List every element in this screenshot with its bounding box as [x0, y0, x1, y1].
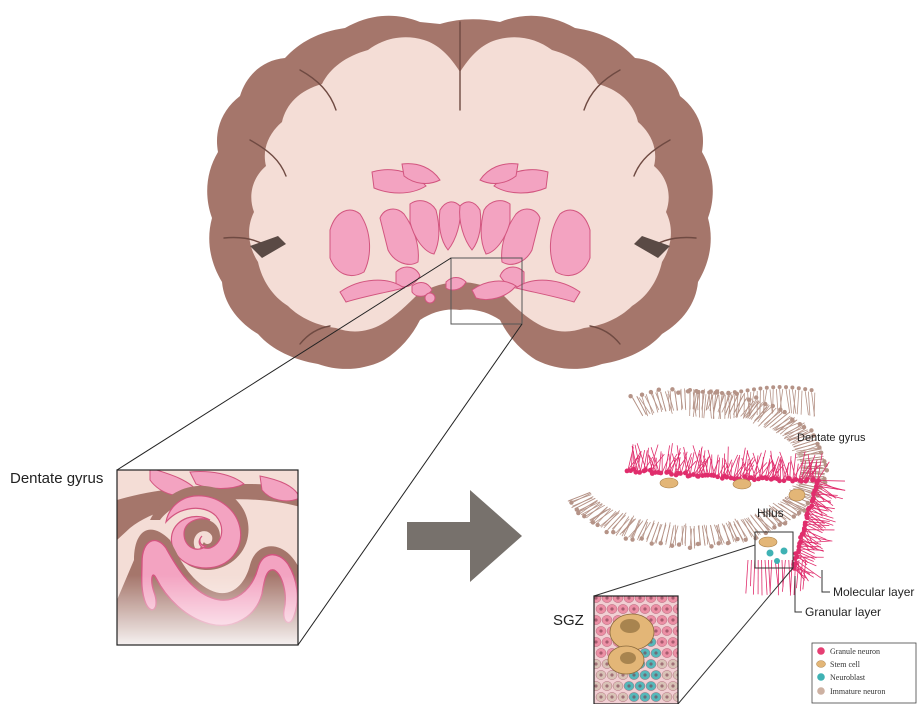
granular-layer-label: Granular layer	[805, 605, 881, 619]
dentate-gyrus-label-right: Dentate gyrus	[797, 432, 866, 444]
molecular-layer-label: Molecular layer	[833, 585, 914, 599]
granule-neuron-dendrites	[628, 443, 845, 595]
dentate-gyrus-label-left: Dentate gyrus	[10, 470, 103, 487]
legend-swatch-neuroblast	[817, 673, 825, 681]
legend-label-immature-neuron: Immature neuron	[830, 687, 885, 696]
neuroblasts	[767, 548, 788, 565]
legend-swatch-stem-cell	[817, 661, 826, 668]
legend-label-granule-neuron: Granule neuron	[830, 647, 880, 656]
legend-label-stem-cell: Stem cell	[830, 660, 861, 669]
legend-label-neuroblast: Neuroblast	[830, 673, 866, 682]
legend-swatch-immature-neuron	[817, 687, 825, 695]
right-arrow	[407, 490, 522, 582]
sgz-label: SGZ	[553, 612, 584, 629]
hilus-label: Hilus	[757, 506, 784, 520]
brain-coronal-section	[207, 16, 713, 369]
sgz-panel	[591, 593, 683, 704]
cell-type-legend: Granule neuron Stem cell Neuroblast Imma…	[812, 643, 916, 703]
dentate-gyrus-detail	[568, 385, 845, 596]
dentate-gyrus-zoom-panel	[117, 468, 310, 650]
legend-swatch-granule-neuron	[817, 647, 825, 655]
